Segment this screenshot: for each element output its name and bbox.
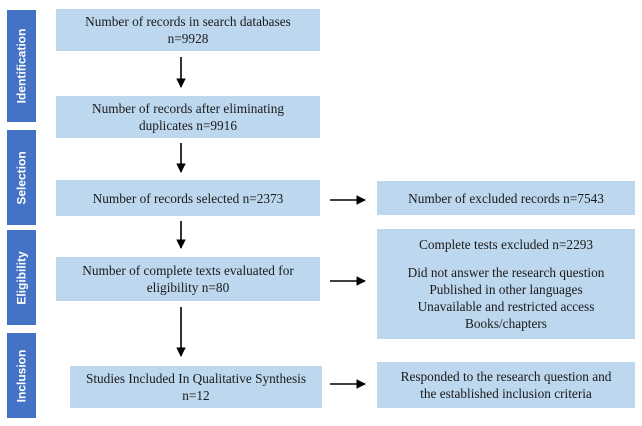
box-inclusion-criteria: Responded to the research question and t… bbox=[377, 362, 635, 408]
box-studies-included: Studies Included In Qualitative Synthesi… bbox=[70, 366, 322, 408]
box-excluded-texts-line1: Complete tests excluded n=2293 bbox=[418, 237, 594, 252]
stage-inclusion: Inclusion bbox=[7, 333, 36, 418]
box-records-search: Number of records in search databases n=… bbox=[56, 9, 320, 51]
box-excluded-texts-line5: Books/chapters bbox=[465, 316, 547, 331]
box-complete-texts: Number of complete texts evaluated for e… bbox=[56, 257, 320, 301]
box-excluded-texts-line4: Unavailable and restricted access bbox=[417, 299, 595, 314]
box-records-search-line1: Number of records in search databases bbox=[85, 14, 291, 29]
box-excluded-records: Number of excluded records n=7543 bbox=[377, 181, 635, 215]
box-inclusion-criteria-line1: Responded to the research question and bbox=[400, 369, 612, 384]
box-excluded-texts: Complete tests excluded n=2293 Did not a… bbox=[377, 229, 635, 339]
stage-identification: Identification bbox=[7, 10, 36, 122]
box-complete-texts-line1: Number of complete texts evaluated for bbox=[82, 263, 294, 278]
box-records-after-duplicates-line1: Number of records after eliminating bbox=[92, 101, 284, 116]
box-records-selected-line1: Number of records selected n=2373 bbox=[92, 190, 284, 206]
box-records-after-duplicates-line2: duplicates n=9916 bbox=[139, 118, 237, 133]
stage-eligibility: Eligibility bbox=[7, 230, 36, 325]
box-studies-included-line1: Studies Included In Qualitative Synthesi… bbox=[85, 371, 307, 386]
box-studies-included-line2: n=12 bbox=[182, 388, 210, 403]
box-records-selected: Number of records selected n=2373 bbox=[56, 180, 320, 216]
box-excluded-texts-line2: Did not answer the research question bbox=[407, 265, 605, 280]
box-records-search-line2: n=9928 bbox=[167, 31, 209, 46]
stage-selection: Selection bbox=[7, 130, 36, 225]
box-inclusion-criteria-line2: the established inclusion criteria bbox=[420, 386, 592, 401]
box-excluded-texts-line3: Published in other languages bbox=[429, 282, 583, 297]
box-records-after-duplicates: Number of records after eliminating dupl… bbox=[56, 96, 320, 138]
box-complete-texts-line2: eligibility n=80 bbox=[146, 280, 230, 295]
box-excluded-records-line1: Number of excluded records n=7543 bbox=[408, 190, 604, 206]
